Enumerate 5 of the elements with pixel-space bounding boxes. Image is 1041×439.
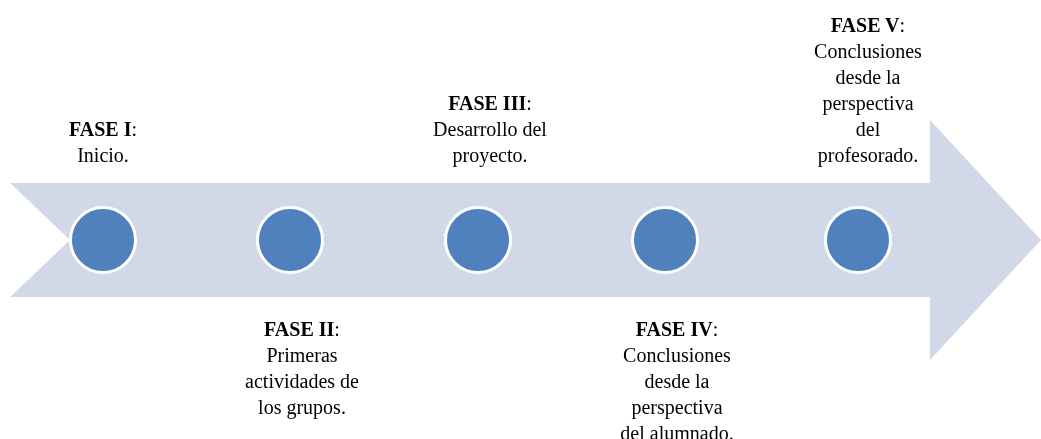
phase-label: FASE II: Primeras actividades de los grupos. [244,317,360,420]
phase-label: FASE III: Desarrollo del proyecto. [432,91,548,168]
phase-label: FASE V: Conclusiones desde la perspectiva del profesorado. [813,13,923,168]
phase-label: FASE I: Inicio. [68,117,138,168]
timeline-arrow [10,120,1041,360]
